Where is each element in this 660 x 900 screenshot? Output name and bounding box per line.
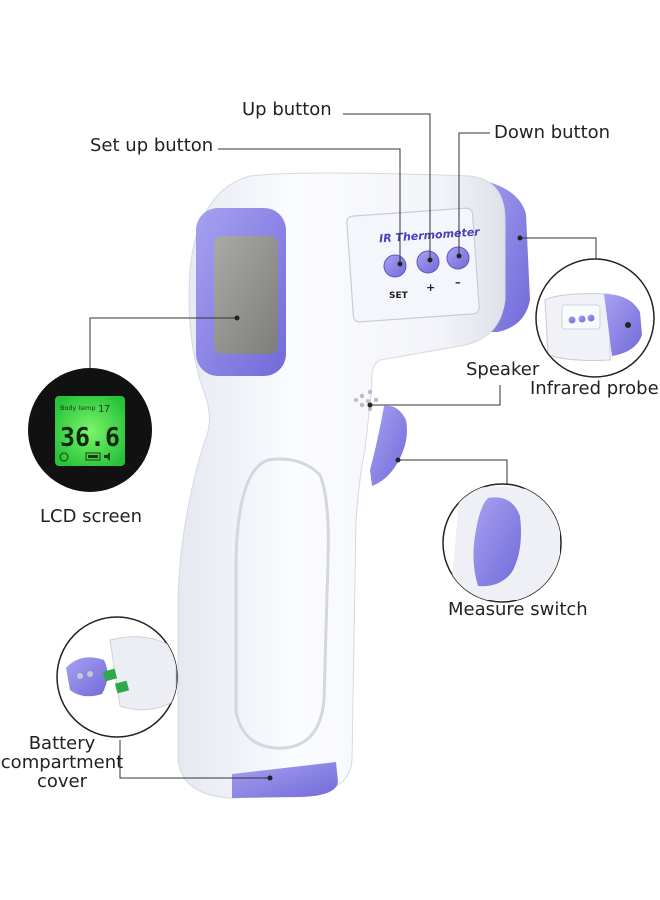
set-label: SET — [389, 291, 409, 301]
battery-cover-strip — [232, 762, 338, 798]
set-button[interactable] — [383, 254, 407, 278]
infrared-probe-inset — [535, 258, 655, 378]
thermometer-body: IR Thermometer SET + – — [177, 172, 530, 799]
label-speaker: Speaker — [466, 359, 540, 380]
minus-label: – — [455, 276, 461, 289]
battery-level-icon — [85, 452, 101, 461]
plus-label: + — [426, 281, 435, 294]
up-button[interactable] — [416, 250, 440, 274]
control-panel — [346, 207, 480, 323]
label-battery-compartment-cover: Battery compartment cover — [0, 734, 132, 791]
sound-icon — [104, 452, 110, 461]
lcd-temperature: 36.6 — [60, 423, 120, 453]
speaker-grille — [354, 389, 379, 412]
label-battery-line-2: compartment — [0, 752, 124, 773]
leader-lines — [89, 113, 597, 779]
lcd-inset: Body temp 17 36.6 — [28, 368, 152, 492]
measure-switch-inset — [442, 483, 562, 603]
label-infrared-probe: Infrared probe — [530, 378, 659, 399]
label-measure-switch: Measure switch — [448, 599, 588, 620]
battery-inset — [56, 616, 178, 738]
label-lcd-screen: LCD screen — [40, 506, 143, 527]
label-up-button: Up button — [242, 99, 332, 120]
lcd-small-reading: 17 — [98, 404, 110, 415]
lcd-window — [214, 236, 278, 354]
label-down-button: Down button — [494, 122, 611, 143]
infrared-sensor-icon — [625, 322, 631, 328]
leader-dots — [234, 235, 523, 781]
label-battery-line-1: Battery — [28, 733, 96, 754]
trigger — [370, 405, 407, 486]
label-battery-line-3: cover — [36, 771, 88, 792]
lcd-mode-text: Body temp — [60, 404, 95, 412]
label-set-up-button: Set up button — [90, 135, 214, 156]
smiley-icon — [59, 452, 69, 462]
